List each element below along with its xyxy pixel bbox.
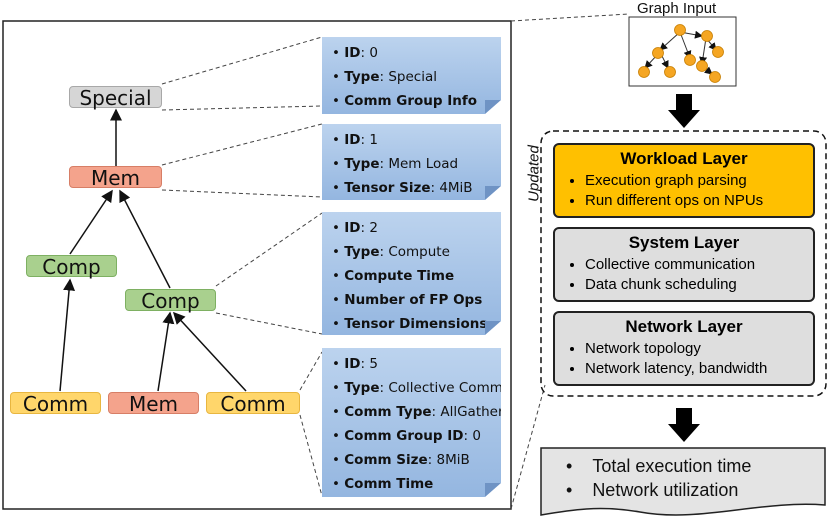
note-line: • Comm Time (332, 476, 434, 492)
node-special: Special (69, 86, 162, 109)
system-layer-item: Collective communication (585, 255, 813, 275)
arrow-layers-to-output (668, 408, 700, 442)
system-layer: System Layer Collective communication Da… (553, 227, 815, 302)
note-line: • Compute Time (332, 268, 455, 284)
output-item: • Total execution time (566, 456, 752, 476)
node-comp-right: Comp (125, 289, 216, 312)
updated-label: Updated (525, 145, 543, 202)
note-line: • Comm Type: AllGather (332, 404, 504, 420)
note-line: • Comm Group ID: 0 (332, 428, 481, 444)
note-node-2: • ID: 2 • Type: Compute • Compute Time •… (322, 212, 501, 335)
network-layer: Network Layer Network topology Network l… (553, 311, 815, 386)
updated-frame (540, 130, 827, 397)
workload-layer-item: Run different ops on NPUs (585, 191, 813, 211)
note-line: • Tensor Size: 4MiB (332, 180, 473, 196)
edge-commright-compright (172, 311, 247, 392)
node-mem-load: Mem (69, 166, 162, 189)
edge-compleft-mem (69, 189, 113, 255)
note-line: • Tensor Dimensions (332, 316, 488, 332)
output-item: • Network utilization (566, 480, 739, 500)
note-line: • Comm Size: 8MiB (332, 452, 470, 468)
note-line: • Type: Mem Load (332, 156, 459, 172)
network-layer-item: Network topology (585, 339, 813, 359)
edge-commleft-compleft (59, 278, 76, 392)
note-line: • ID: 2 (332, 220, 378, 236)
edge-compright-mem (119, 189, 171, 289)
node-comp-left: Comp (26, 255, 117, 278)
arrow-input-to-layers (668, 94, 700, 128)
workload-layer-title: Workload Layer (620, 149, 748, 168)
note-line: • Type: Special (332, 69, 437, 85)
mini-graph-nodes (638, 24, 724, 83)
note-line: • ID: 0 (332, 45, 378, 61)
edge-mem-compright (157, 311, 175, 392)
note-node-1: • ID: 1 • Type: Mem Load • Tensor Size: … (322, 124, 501, 200)
node-comm-left: Comm (10, 392, 101, 415)
network-layer-title: Network Layer (625, 317, 743, 336)
note-line: • ID: 1 (332, 132, 378, 148)
workload-layer: Workload Layer Execution graph parsing R… (553, 143, 815, 218)
system-layer-title: System Layer (628, 233, 740, 252)
note-line: • Type: Compute (332, 244, 450, 260)
note-line: • ID: 5 (332, 356, 378, 372)
note-line: • Type: Collective Comm (332, 380, 503, 396)
note-line: • Number of FP Ops (332, 292, 483, 308)
node-mem-bottom: Mem (108, 392, 199, 415)
graph-panel (2, 20, 512, 510)
note-node-0: • ID: 0 • Type: Special • Comm Group Inf… (322, 37, 501, 114)
note-line: • Comm Group Info (332, 93, 478, 109)
node-comm-right: Comm (206, 392, 300, 415)
network-layer-item: Network latency, bandwidth (585, 359, 813, 379)
workload-layer-item: Execution graph parsing (585, 171, 813, 191)
output-document (540, 447, 826, 516)
note-node-5: • ID: 5 • Type: Collective Comm • Comm T… (322, 348, 501, 497)
system-layer-item: Data chunk scheduling (585, 275, 813, 295)
graph-input-label: Graph Input (637, 0, 717, 17)
